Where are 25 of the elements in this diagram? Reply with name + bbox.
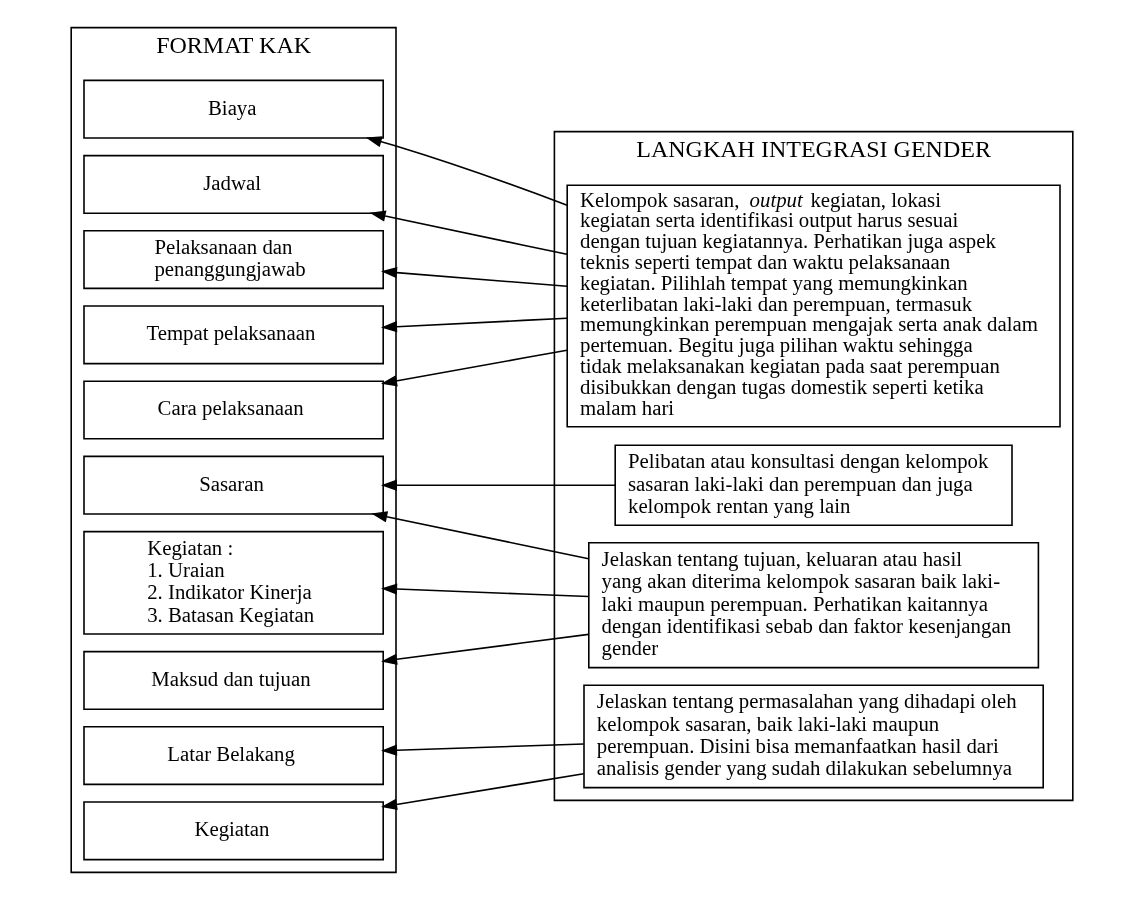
arrow xyxy=(370,511,589,560)
node-box: Kegiatan : 1. Uraian 2. Indikator Kinerja 3. Batasan Kegiatan xyxy=(82,530,384,635)
arrow xyxy=(365,136,568,206)
node-box: Biaya xyxy=(82,79,384,139)
arrow xyxy=(380,267,568,288)
node-box: Cara pelaksanaan xyxy=(82,380,384,440)
node-box: Jelaskan tentang tujuan, keluaran atau hasil yang akan diterima kelompok sasaran baik laki-laki maupun perempuan. Perhatikan kaitannya dengan identifikasi sebab dan faktor kesenjangan gender xyxy=(587,542,1039,669)
node-box: Kegiatan xyxy=(82,801,384,861)
node-box: Jelaskan tentang permasalahan yang dihadapi oleh kelompok sasaran, baik laki-laki maupun perempuan. Disini bisa memanfaatkan hasil dari analisis gender yang sudah dilakukan sebelumnya xyxy=(582,684,1044,789)
arrow xyxy=(380,773,584,810)
arrow xyxy=(380,583,589,598)
node-box: Pelaksanaan dan penanggungjawab xyxy=(82,230,384,290)
arrow xyxy=(380,743,584,756)
node-box: Jadwal xyxy=(82,154,384,214)
arrow xyxy=(380,633,589,665)
arrow xyxy=(380,349,568,387)
node-box: Kelompok sasaran, output kegiatan, lokasi kegiatan serta identifikasi output harus sesuai dengan tujuan kegiatannya. Perhatikan juga aspek teknis seperti tempat dan waktu pelaksanaan kegiatan. Pilihlah tempat yang memungkinkan keterlibatan laki-laki dan perempuan, termasuk memungkinkan perempuan mengajak serta anak dalam pertemuan. Begitu juga pilihan waktu sehingga tidak melaksanakan kegiatan pada saat perempuan disibukkan dengan tugas domestik seperti ketika malam hari xyxy=(565,184,1061,428)
arrow xyxy=(380,317,568,333)
arrow xyxy=(380,479,616,491)
node-box: Tempat pelaksanaan xyxy=(82,305,384,365)
node-box: Maksud dan tujuan xyxy=(82,650,384,710)
node-box: Latar Belakang xyxy=(82,726,384,786)
arrow xyxy=(369,210,568,256)
node-box: Pelibatan atau konsultasi dengan kelompok sasaran laki-laki dan perempuan dan juga kelompok rentan yang lain xyxy=(613,444,1013,526)
node-box: Sasaran xyxy=(82,455,384,515)
